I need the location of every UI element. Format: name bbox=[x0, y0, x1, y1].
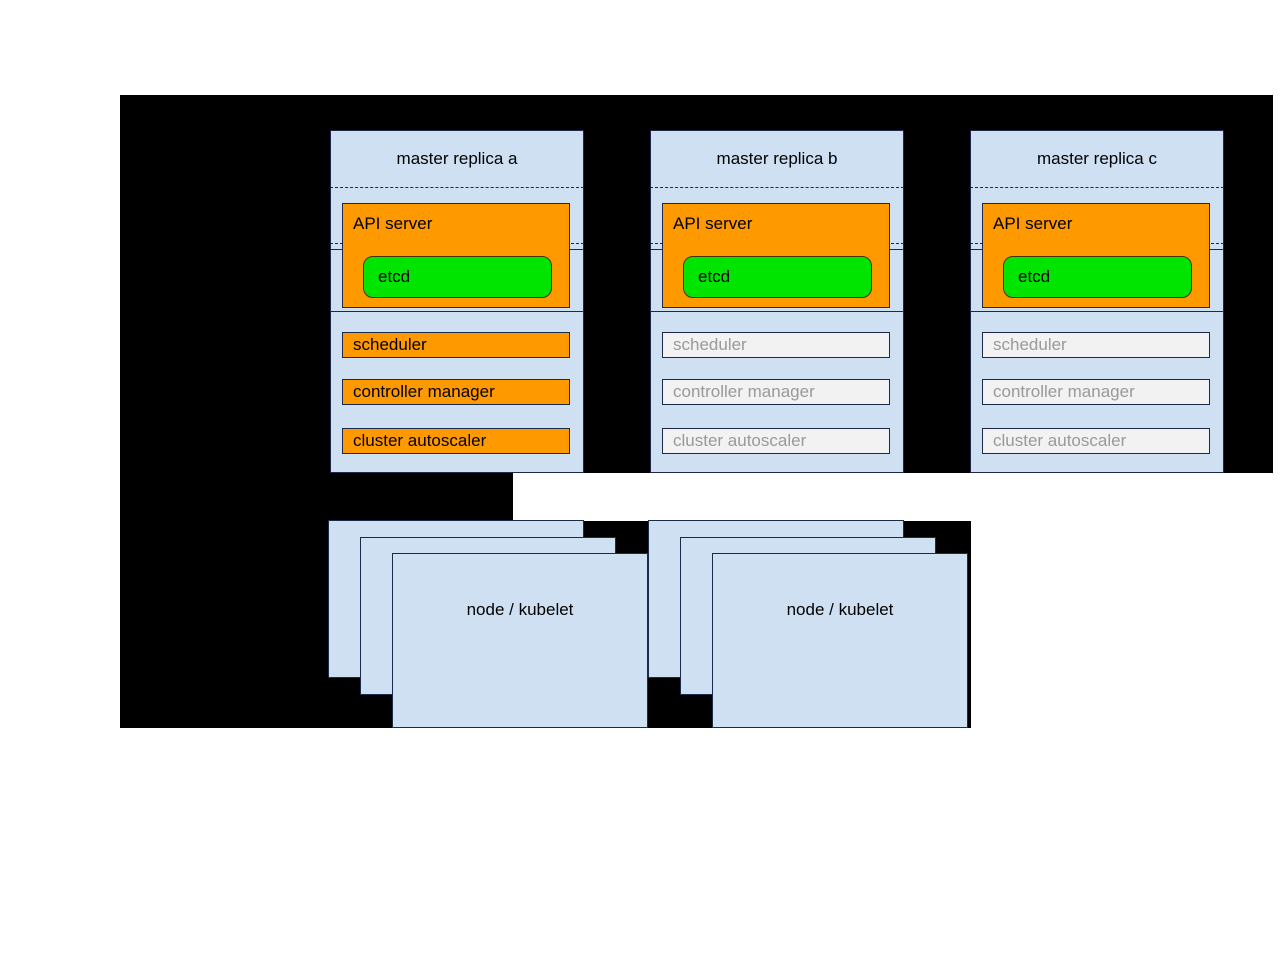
master-replica-title-a: master replica a bbox=[396, 149, 518, 168]
etcd-box-b[interactable]: etcd bbox=[683, 256, 872, 298]
etcd-box-c[interactable]: etcd bbox=[1003, 256, 1192, 298]
etcd-box-a[interactable]: etcd bbox=[363, 256, 552, 298]
controller-manager-box-c[interactable]: controller manager bbox=[982, 379, 1210, 405]
controller-manager-box-a[interactable]: controller manager bbox=[342, 379, 570, 405]
master-replica-title-c: master replica c bbox=[1037, 149, 1157, 168]
backdrop-region-middle bbox=[120, 473, 513, 521]
scheduler-box-b[interactable]: scheduler bbox=[662, 332, 890, 358]
master-replica-title-b: master replica b bbox=[716, 149, 838, 168]
panel-divider-dashed-b bbox=[650, 187, 904, 188]
node-kubelet-label-2: node / kubelet bbox=[786, 600, 894, 619]
panel-divider-dashed-c bbox=[970, 187, 1224, 188]
node-kubelet-label-1: node / kubelet bbox=[466, 600, 574, 619]
node-stack-layer-front-2[interactable]: node / kubelet bbox=[712, 553, 968, 728]
scheduler-box-c[interactable]: scheduler bbox=[982, 332, 1210, 358]
cluster-autoscaler-box-c[interactable]: cluster autoscaler bbox=[982, 428, 1210, 454]
api-server-label-b: API server bbox=[673, 214, 753, 233]
controller-manager-box-b[interactable]: controller manager bbox=[662, 379, 890, 405]
cluster-autoscaler-box-a[interactable]: cluster autoscaler bbox=[342, 428, 570, 454]
etcd-band-bottom-line-a bbox=[330, 311, 584, 312]
scheduler-box-a[interactable]: scheduler bbox=[342, 332, 570, 358]
cluster-autoscaler-box-b[interactable]: cluster autoscaler bbox=[662, 428, 890, 454]
node-stack-layer-front-1[interactable]: node / kubelet bbox=[392, 553, 648, 728]
api-server-label-c: API server bbox=[993, 214, 1073, 233]
panel-divider-dashed-a bbox=[330, 187, 584, 188]
api-server-label-a: API server bbox=[353, 214, 433, 233]
etcd-band-bottom-line-c bbox=[970, 311, 1224, 312]
etcd-band-bottom-line-b bbox=[650, 311, 904, 312]
